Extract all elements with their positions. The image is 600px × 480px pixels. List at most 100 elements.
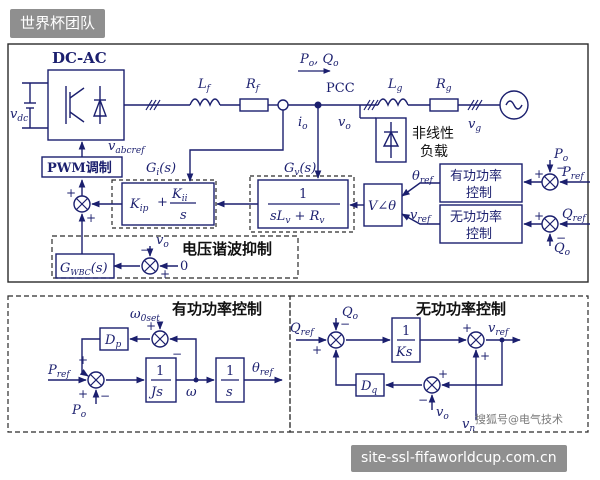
k-den: Ks [395,345,413,360]
vo-label: vo [338,115,351,132]
sum-crosses-left [89,332,167,387]
svg-text:+: + [438,367,448,381]
vo-harmonic-label: vo [156,233,169,250]
svg-text:−: − [140,243,150,257]
vabcref-label: vabcref [108,139,146,156]
qo-label: Qo [554,241,571,258]
three-phase-marks [145,99,483,111]
active-ctrl-1: 有功功率 [450,168,502,184]
footer-url: site-ssl-fifaworldcup.com.cn [351,445,567,472]
omega-label: ω [186,385,197,400]
vdc-label: vdc [10,107,28,124]
svg-text:−: − [418,393,428,407]
left-signal-lines [48,321,283,404]
active-panel-title: 有功功率控制 [172,300,262,318]
vref-right-label: vref [488,321,510,338]
gi-label: Gi(s) [146,161,176,178]
active-power-panel [7,295,291,433]
reactive-panel-title: 无功功率控制 [415,300,506,318]
k-num: 1 [402,324,410,339]
gv-label: Gv(s) [284,161,316,178]
vn-right-label: vn [462,417,475,434]
zero-label: 0 [180,259,188,274]
svg-text:−: − [556,231,566,245]
theta-ref-left-label: θref [252,361,274,378]
svg-text:+: + [146,319,156,333]
inverter-block [47,69,125,141]
signs-right: +− ++ +− [312,317,490,407]
rf-label: Rf [245,77,261,94]
active-ctrl-2: 控制 [466,186,492,201]
dq-label: Dq [360,379,377,396]
lg-label: Lg [387,77,403,94]
harmonic-suppression-frame [51,235,299,279]
svg-text:+: + [534,167,544,181]
int-num: 1 [226,364,234,379]
gv-num: 1 [299,187,307,202]
j-den: Js [148,385,163,400]
gv-den: sLv + Rv [270,209,324,226]
rg-label: Rg [435,77,452,94]
pwm-label: PWM调制 [47,160,112,176]
vg-label: vg [468,117,481,134]
svg-text:+: + [66,186,76,200]
svg-text:−: − [100,389,110,403]
top-signal-lines [78,105,590,270]
theta-ref-label: θref [412,169,434,186]
reactive-power-panel [289,295,589,433]
j-num: 1 [156,364,164,379]
int-den: s [226,385,233,400]
nonlinear-load-label-2: 负载 [420,144,448,160]
v-angle-label: V∠θ [368,199,396,214]
pi-den: s [180,208,187,223]
gwbc-block [55,253,115,279]
right-signal-lines [296,318,521,420]
reactive-ctrl-2: 控制 [466,227,492,242]
watermark: 搜狐号@电气技术 [475,413,563,426]
svg-text:+: + [78,353,88,367]
pi-ki: Kii [171,187,188,204]
vo-right-label: vo [436,405,449,422]
nonlinear-load [359,105,407,163]
svg-text:−: − [340,317,350,331]
svg-text:−: − [556,161,566,175]
omega0-label: ω0set [130,307,160,324]
svg-text:+: + [312,343,322,357]
harmonic-title: 电压谐波抑制 [182,240,272,258]
pi-kp: Kip [129,197,149,214]
svg-text:+: + [534,209,544,223]
v-ref-label: vref [410,208,432,225]
svg-text:+: + [86,211,96,225]
signs-top: ++ −+ +− +− [66,161,566,281]
power-label: Po, Qo [299,52,339,69]
sum-crosses-right [329,333,483,392]
svg-text:−: − [172,347,182,361]
pi-plus: + [157,195,168,210]
gv-dashed-frame [249,175,355,233]
po-left-label: Po [71,403,87,420]
po-label: Po [553,147,569,164]
svg-text:+: + [462,321,472,335]
pref-left-label: Pref [47,363,71,380]
dp-label: Dp [104,333,121,350]
qref-label: Qref [562,207,587,224]
svg-text:+: + [78,387,88,401]
nonlinear-load-label-1: 非线性 [412,126,454,142]
signs-left: +− ++− [78,319,182,403]
header-tag: 世界杯团队 [10,9,106,38]
inverter-label: DC-AC [52,49,107,67]
dc-source [22,82,48,129]
qref-right-label: Qref [290,321,315,338]
pref-label: Pref [561,165,585,182]
svg-text:+: + [160,267,170,281]
qo-right-label: Qo [342,305,359,322]
lf-label: Lf [197,77,212,94]
io-label: io [298,115,308,132]
pcc-label: PCC [326,81,355,96]
svg-text:+: + [480,349,490,363]
gwbc-label: GWBC(s) [60,261,108,277]
reactive-ctrl-1: 无功功率 [450,209,502,225]
sum-crosses-top [75,175,557,273]
top-panel-frame [7,43,589,283]
